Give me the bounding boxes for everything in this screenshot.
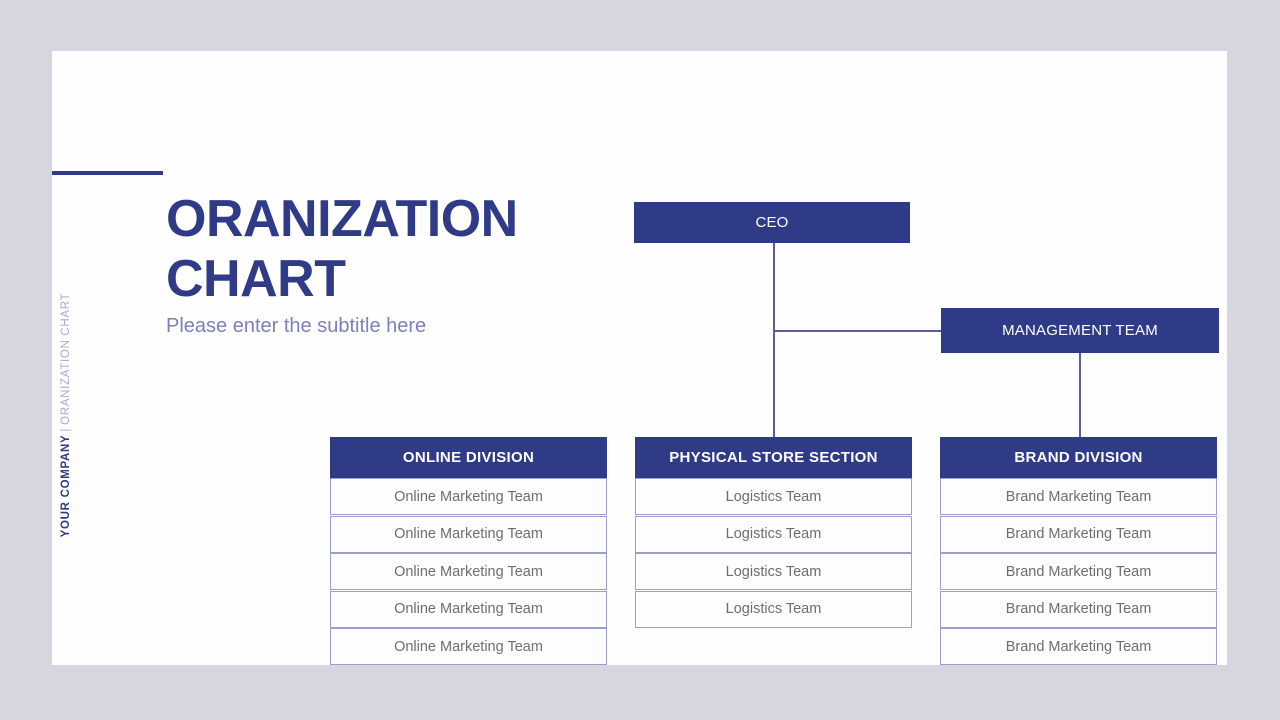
org-node-management-team-label: MANAGEMENT TEAM [1002,322,1158,339]
side-label-section: ORANIZATION CHART [60,292,72,425]
team-row-label: Brand Marketing Team [1005,638,1152,655]
list-item[interactable]: Brand Marketing Team [940,515,1217,553]
list-item[interactable]: Brand Marketing Team [940,553,1217,590]
column-header-physical-store-section[interactable]: PHYSICAL STORE SECTION [635,437,912,478]
column-header-online-division-label: ONLINE DIVISION [402,449,535,466]
side-label-company: YOUR COMPANY [60,434,72,538]
team-row-label: Online Marketing Team [394,526,543,542]
team-list-physical-store-section: Logistics Team Logistics Team Logistics … [635,478,912,628]
list-item[interactable]: Online Marketing Team [330,628,607,665]
title-accent-bar [52,171,163,175]
team-row-label: Online Marketing Team [394,563,543,580]
connector-management-to-brand [1079,353,1081,437]
list-item[interactable]: Brand Marketing Team [940,478,1217,515]
list-item[interactable]: Logistics Team [635,478,912,515]
team-list-brand-division: Brand Marketing Team Brand Marketing Tea… [940,478,1217,665]
list-item[interactable]: Online Marketing Team [330,478,607,515]
team-row-label: Online Marketing Team [394,601,543,617]
team-row-label: Brand Marketing Team [1005,563,1152,580]
team-row-label: Online Marketing Team [394,638,543,655]
team-list-online-division: Online Marketing Team Online Marketing T… [330,478,607,665]
column-header-brand-division[interactable]: BRAND DIVISION [940,437,1217,478]
connector-ceo-vertical [773,243,775,437]
vertical-side-label: YOUR COMPANY | ORANIZATION CHART [60,245,72,585]
list-item[interactable]: Logistics Team [635,515,912,553]
team-row-label: Online Marketing Team [394,488,543,505]
org-node-ceo-label: CEO [755,214,789,231]
team-row-label: Logistics Team [725,526,822,542]
org-node-ceo[interactable]: CEO [634,202,910,243]
team-row-label: Logistics Team [725,601,822,617]
org-node-management-team[interactable]: MANAGEMENT TEAM [941,308,1219,353]
list-item[interactable]: Logistics Team [635,553,912,590]
team-row-label: Brand Marketing Team [1005,601,1152,617]
team-row-label: Logistics Team [725,563,822,580]
connector-ceo-to-management [773,330,942,332]
team-row-label: Logistics Team [725,488,822,505]
team-row-label: Brand Marketing Team [1005,488,1152,505]
list-item[interactable]: Brand Marketing Team [940,628,1217,665]
page-title: ORANIZATION CHART [166,190,518,308]
list-item[interactable]: Online Marketing Team [330,590,607,628]
list-item[interactable]: Online Marketing Team [330,515,607,553]
list-item[interactable]: Logistics Team [635,590,912,628]
slide-surface: YOUR COMPANY | ORANIZATION CHART ORANIZATI… [52,51,1227,665]
team-row-label: Brand Marketing Team [1005,526,1152,542]
column-header-online-division[interactable]: ONLINE DIVISION [330,437,607,478]
side-label-separator: | [60,427,72,432]
list-item[interactable]: Brand Marketing Team [940,590,1217,628]
column-header-physical-store-section-label: PHYSICAL STORE SECTION [669,449,878,466]
list-item[interactable]: Online Marketing Team [330,553,607,590]
column-header-brand-division-label: BRAND DIVISION [1014,449,1143,466]
page-subtitle: Please enter the subtitle here [166,315,427,337]
